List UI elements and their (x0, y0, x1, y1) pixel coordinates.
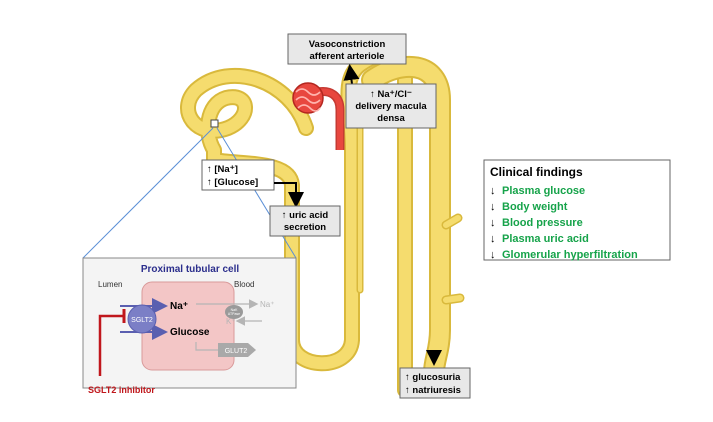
inhibitor-line (98, 314, 124, 376)
clinical-item-label: Plasma glucose (502, 185, 585, 197)
atpase-line1: NaK (231, 308, 238, 312)
sglt2-transporter (127, 304, 157, 334)
clinical-item-arrow: ↓ (490, 185, 496, 197)
atpase-line2: ATPase (228, 312, 240, 316)
glucose-exit-line (195, 342, 218, 351)
uric-acid-line2: secretion (284, 222, 326, 233)
vasoconstriction-arrow (343, 64, 360, 85)
na-label: Na⁺ (170, 301, 188, 312)
clinical-findings-title: Clinical findings (490, 165, 583, 179)
glomerulus (292, 82, 345, 150)
clinical-item-arrow: ↓ (490, 201, 496, 213)
clinical-item-arrow: ↓ (490, 217, 496, 229)
glucosuria-line1: ↑ glucosuria (405, 372, 461, 383)
glut2-label: GLUT2 (225, 348, 248, 355)
sglt2-label: SGLT2 (131, 317, 153, 324)
glucose-label: Glucose (170, 327, 210, 338)
callout-glucosuria: ↑ glucosuria ↑ natriuresis (399, 367, 471, 399)
nacl-line1: ↑ Na⁺/Cl⁻ (370, 89, 412, 100)
clinical-item-label: Blood pressure (502, 217, 583, 229)
cell-title: Proximal tubular cell (141, 264, 240, 275)
inhibitor-label: SGLT2 inhibitor (88, 385, 155, 395)
zoom-line-left (82, 127, 214, 259)
na-out-label: Na⁺ (260, 300, 274, 309)
clinical-item-label: Glomerular hyperfiltration (502, 249, 638, 261)
na-concentration: ↑ [Na⁺] (207, 164, 238, 175)
lumen-label: Lumen (98, 280, 122, 289)
clinical-item-arrow: ↓ (490, 233, 496, 245)
callout-uric-acid: ↑ uric acid secretion (269, 205, 341, 237)
clinical-item-arrow: ↓ (490, 249, 496, 261)
uric-acid-line1: ↑ uric acid (282, 210, 329, 221)
nacl-line2: delivery macula (355, 101, 427, 112)
k-in-label: K⁺ (226, 317, 236, 326)
callout-na-glucose: ↑ [Na⁺] ↑ [Glucose] (201, 159, 275, 191)
clinical-item-label: Body weight (502, 201, 568, 213)
glucose-concentration: ↑ [Glucose] (207, 177, 258, 188)
vasoconstriction-line2: afferent arteriole (310, 51, 385, 62)
nacl-line3: densa (377, 113, 405, 124)
callout-vasoconstriction: Vasoconstriction afferent arteriole (287, 33, 407, 65)
uric-acid-arrow (274, 182, 304, 208)
vasoconstriction-line1: Vasoconstriction (309, 39, 386, 50)
callout-nacl-delivery: ↑ Na⁺/Cl⁻ delivery macula densa (345, 83, 437, 129)
blood-label: Blood (234, 280, 254, 289)
proximal-cell-panel: Proximal tubular cell Lumen Blood Na⁺ Gl… (82, 257, 297, 395)
clinical-findings-box: Clinical findings ↓ Plasma glucose ↓ Body w… (483, 159, 671, 261)
zoom-marker (210, 119, 219, 128)
clinical-item-label: Plasma uric acid (502, 233, 589, 245)
nak-atpase (225, 305, 243, 319)
glut2-transporter (218, 343, 256, 357)
glucosuria-line2: ↑ natriuresis (405, 385, 461, 396)
